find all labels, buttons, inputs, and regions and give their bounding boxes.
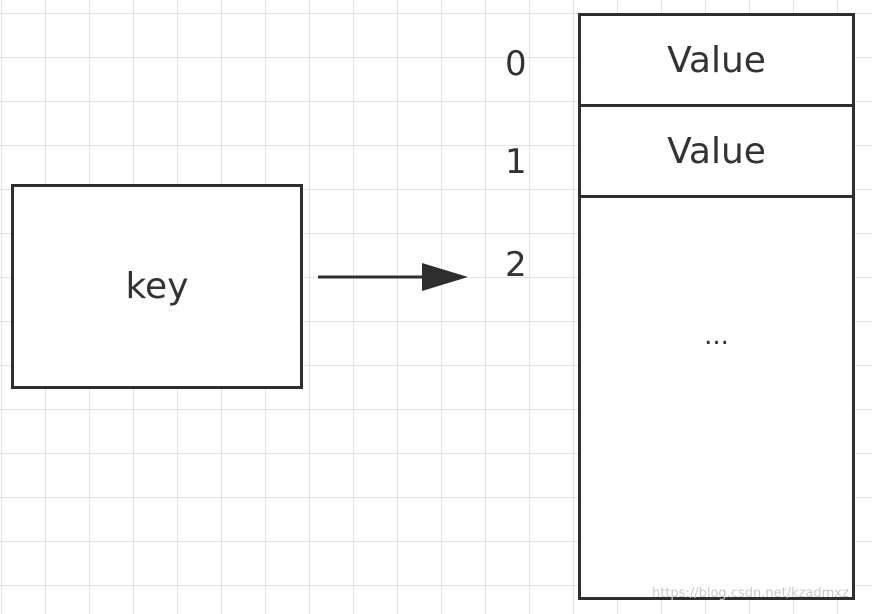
index-label-0: 0 — [505, 44, 527, 84]
array-ellipsis: ... — [704, 321, 729, 351]
arrow-connector — [318, 263, 468, 291]
array-cell-0: Value — [581, 16, 852, 107]
watermark-text: https://blog.csdn.net/kzadmxz — [652, 586, 849, 601]
key-label: key — [125, 266, 189, 307]
cell-value-0: Value — [667, 39, 766, 81]
array-cell-1: Value — [581, 107, 852, 198]
index-label-1: 1 — [505, 142, 527, 182]
value-array: Value Value ... — [578, 13, 855, 600]
cell-value-1: Value — [667, 130, 766, 172]
arrow-head — [422, 263, 468, 291]
key-box: key — [11, 184, 303, 389]
index-label-2: 2 — [505, 245, 527, 285]
